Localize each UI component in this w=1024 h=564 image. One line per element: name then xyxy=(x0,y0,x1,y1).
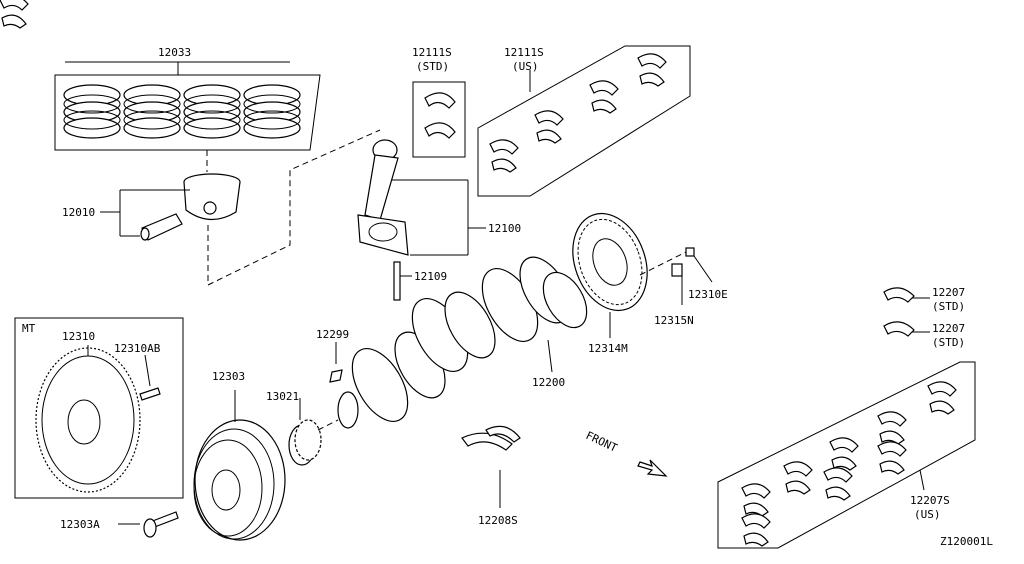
label-12314m: 12314M xyxy=(588,342,628,355)
label-12207-a: 12207 xyxy=(932,286,965,299)
label-12207s: 12207S xyxy=(910,494,950,507)
key: 12299 xyxy=(316,328,349,383)
label-12310: 12310 xyxy=(62,330,95,343)
label-12111s-us-note: (US) xyxy=(512,60,539,73)
label-12100: 12100 xyxy=(488,222,521,235)
label-12010: 12010 xyxy=(62,206,95,219)
label-12111s-us: 12111S xyxy=(504,46,544,59)
label-12109: 12109 xyxy=(414,270,447,283)
label-12207-b: 12207 xyxy=(932,322,965,335)
label-12111s-std: 12111S xyxy=(412,46,452,59)
label-12310ab: 12310AB xyxy=(114,342,161,355)
signal-plate: 12314M 12315N 12310E xyxy=(572,212,728,355)
front-label: FRONT xyxy=(584,429,620,455)
main-bearings-std: 12207 (STD) 12207 (STD) xyxy=(883,286,965,349)
flywheel-group: MT 12310 12310AB xyxy=(14,317,184,499)
label-12207s-note: (US) xyxy=(914,508,941,521)
label-12033: 12033 xyxy=(158,46,191,59)
mt-label: MT xyxy=(22,322,36,335)
conrod-bearing-us: 12111S (US) xyxy=(0,0,691,197)
label-12310e: 12310E xyxy=(688,288,728,301)
label-12299: 12299 xyxy=(316,328,349,341)
piston: 12010 xyxy=(62,129,381,286)
label-12111s-std-note: (STD) xyxy=(416,60,449,73)
sprocket: 13021 xyxy=(266,390,339,466)
label-12303: 12303 xyxy=(212,370,245,383)
label-12208s: 12208S xyxy=(478,514,518,527)
conrod-bearing-std: 12111S (STD) xyxy=(412,46,466,158)
label-12200: 12200 xyxy=(532,376,565,389)
thrust-washer: 12208S xyxy=(461,425,521,527)
crankshaft: 12200 xyxy=(337,256,588,429)
main-bearings-us: 12207S (US) xyxy=(717,361,976,549)
connecting-rod: 12100 12109 xyxy=(357,139,521,301)
label-12207-b-note: (STD) xyxy=(932,336,965,349)
label-13021: 13021 xyxy=(266,390,299,403)
front-indicator: FRONT xyxy=(584,429,668,477)
diagram-id: Z120001L xyxy=(940,535,993,548)
label-12207-a-note: (STD) xyxy=(932,300,965,313)
pulley: 12303 12303A xyxy=(60,370,286,541)
label-12315n: 12315N xyxy=(654,314,694,327)
piston-rings-group: 12033 xyxy=(54,46,321,151)
label-12303a: 12303A xyxy=(60,518,100,531)
